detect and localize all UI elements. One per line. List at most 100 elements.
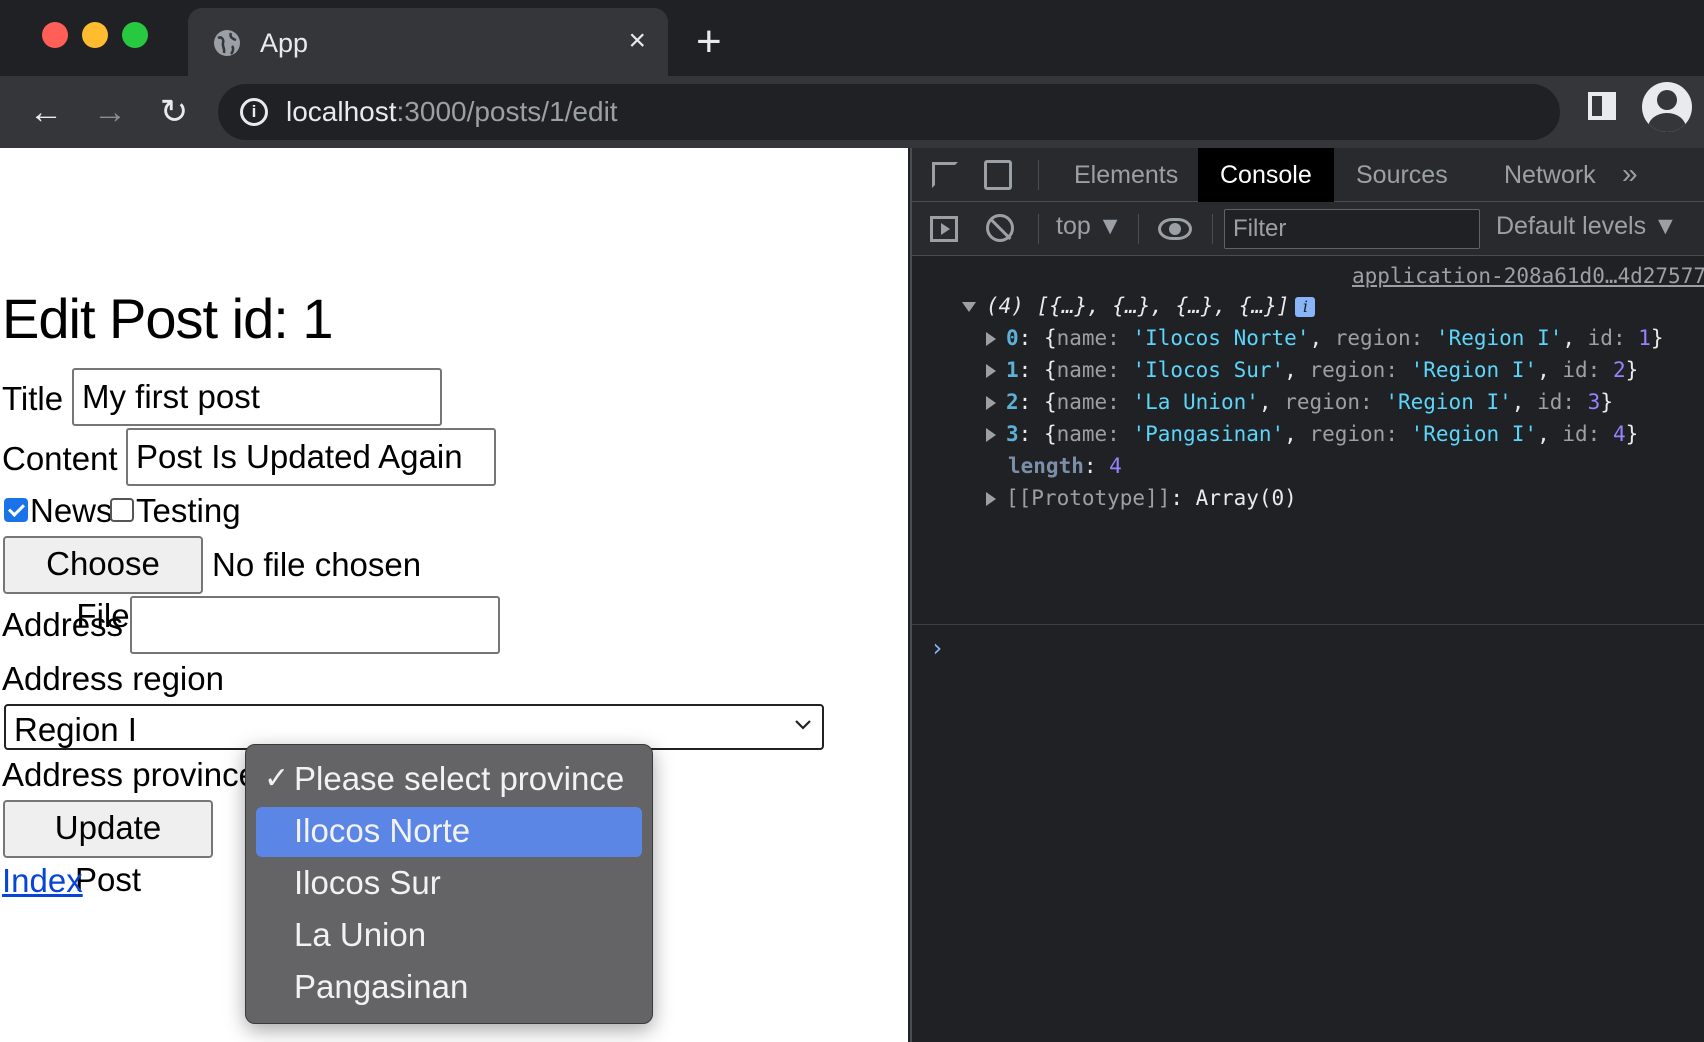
- console-source-link[interactable]: application-208a61d0…4d27577: [1351, 264, 1704, 288]
- province-option[interactable]: Pangasinan: [256, 963, 642, 1013]
- province-label: Address province: [2, 756, 257, 793]
- item-id: 3: [1587, 390, 1601, 414]
- item-name: 'Ilocos Norte': [1132, 326, 1310, 350]
- expand-triangle-icon[interactable]: [962, 302, 976, 312]
- collapse-triangle-icon[interactable]: [986, 492, 996, 506]
- province-option-label: Please select province: [294, 760, 625, 797]
- console-array-item[interactable]: 3: {name: 'Pangasinan', region: 'Region …: [986, 422, 1638, 446]
- maximize-window-button[interactable]: [122, 22, 148, 48]
- tab-strip: App × +: [0, 0, 1704, 76]
- console-array-item[interactable]: 2: {name: 'La Union', region: 'Region I'…: [986, 390, 1613, 414]
- console-sidebar-icon[interactable]: [930, 216, 958, 242]
- tab-network[interactable]: Network: [1504, 161, 1596, 189]
- item-region: 'Region I': [1410, 358, 1538, 382]
- console-length-row: length: 4: [1008, 454, 1122, 478]
- province-option-highlighted[interactable]: Ilocos Norte: [256, 807, 642, 857]
- url-host: localhost: [286, 96, 397, 127]
- side-panel-icon[interactable]: [1588, 92, 1616, 120]
- globe-icon: [214, 30, 240, 56]
- prototype-key: [[Prototype]]: [1006, 486, 1171, 510]
- file-status: No file chosen: [212, 546, 422, 583]
- array-summary-text: (4) [{…}, {…}, {…}, {…}]: [986, 294, 1290, 318]
- item-id: 1: [1638, 326, 1651, 350]
- page-title: Edit Post id: 1: [2, 287, 334, 350]
- item-name: 'Ilocos Sur': [1132, 358, 1285, 382]
- tab-close-icon[interactable]: ×: [628, 24, 646, 57]
- address-input[interactable]: [130, 596, 500, 654]
- title-input[interactable]: [72, 368, 442, 426]
- content-label: Content: [2, 440, 118, 477]
- clear-console-icon[interactable]: [986, 214, 1014, 242]
- province-dropdown: ✓ Please select province Ilocos Norte Il…: [245, 744, 653, 1024]
- region-label: Address region: [2, 660, 224, 697]
- collapse-triangle-icon[interactable]: [986, 396, 996, 410]
- item-index: 3: [1006, 422, 1019, 446]
- address-bar[interactable]: i localhost:3000/posts/1/edit: [218, 84, 1560, 140]
- title-label: Title: [2, 380, 64, 417]
- collapse-triangle-icon[interactable]: [986, 364, 996, 378]
- region-select-value: Region I: [14, 711, 137, 748]
- back-button[interactable]: ←: [29, 93, 63, 131]
- address-label: Address: [2, 606, 124, 643]
- item-name: 'Pangasinan': [1132, 422, 1285, 446]
- new-tab-button[interactable]: +: [696, 17, 722, 66]
- news-checkbox[interactable]: [4, 498, 28, 522]
- console-array-summary[interactable]: (4) [{…}, {…}, {…}, {…}]i: [962, 294, 1316, 318]
- update-post-button[interactable]: Update Post: [3, 800, 213, 898]
- console-filter-input[interactable]: [1224, 209, 1480, 249]
- tab-elements[interactable]: Elements: [1074, 161, 1179, 189]
- close-window-button[interactable]: [42, 22, 68, 48]
- console-array-item[interactable]: 1: {name: 'Ilocos Sur', region: 'Region …: [986, 358, 1638, 382]
- collapse-triangle-icon[interactable]: [986, 332, 996, 346]
- console-divider: [912, 624, 1704, 625]
- profile-avatar-icon[interactable]: [1642, 82, 1692, 132]
- province-option-label: Ilocos Sur: [294, 864, 441, 901]
- item-id: 2: [1612, 358, 1626, 382]
- item-id: 4: [1612, 422, 1626, 446]
- prototype-value: Array(0): [1195, 486, 1297, 510]
- item-region: 'Region I': [1410, 422, 1538, 446]
- item-name: 'La Union': [1132, 390, 1259, 414]
- region-select[interactable]: Region I: [4, 704, 824, 750]
- context-selector[interactable]: top ▼: [1056, 212, 1123, 240]
- tab-console[interactable]: Console: [1198, 148, 1334, 202]
- chevron-down-icon: [795, 720, 811, 730]
- tab-sources[interactable]: Sources: [1356, 161, 1448, 189]
- console-prompt-icon[interactable]: ›: [930, 634, 945, 662]
- reload-button[interactable]: ↻: [159, 93, 189, 131]
- toolbar-divider: [1138, 214, 1139, 244]
- live-expression-eye-icon[interactable]: [1158, 218, 1192, 240]
- site-info-icon[interactable]: i: [240, 98, 268, 126]
- index-link[interactable]: Index: [2, 862, 83, 899]
- log-levels-dropdown[interactable]: Default levels ▼: [1496, 212, 1678, 240]
- length-key: length: [1008, 454, 1084, 478]
- toolbar-divider: [1212, 214, 1213, 244]
- page-viewport: Edit Post id: 1 Title Content News Testi…: [0, 148, 908, 1042]
- devtools-tab-bar: Elements Console Sources Network »: [912, 148, 1704, 202]
- more-tabs-icon[interactable]: »: [1622, 158, 1638, 189]
- province-option-label: La Union: [294, 916, 427, 953]
- browser-toolbar: ← → ↻ i localhost:3000/posts/1/edit: [0, 76, 1704, 148]
- console-array-item[interactable]: 0: {name: 'Ilocos Norte', region: 'Regio…: [986, 326, 1664, 350]
- province-option[interactable]: La Union: [256, 911, 642, 961]
- console-toolbar: top ▼ Default levels ▼: [912, 202, 1704, 256]
- url-path: :3000/posts/1/edit: [396, 96, 618, 127]
- inspect-element-icon[interactable]: [932, 162, 958, 188]
- content-input[interactable]: [126, 428, 496, 486]
- item-region: 'Region I': [1435, 326, 1563, 350]
- item-index: 0: [1006, 326, 1019, 350]
- console-prototype-row[interactable]: [[Prototype]]: Array(0): [986, 486, 1297, 510]
- url-text[interactable]: localhost:3000/posts/1/edit: [286, 96, 618, 128]
- province-option[interactable]: Ilocos Sur: [256, 859, 642, 909]
- info-icon[interactable]: i: [1295, 297, 1316, 317]
- testing-checkbox-label: Testing: [136, 492, 241, 529]
- news-checkbox-label: News: [30, 492, 113, 529]
- collapse-triangle-icon[interactable]: [986, 428, 996, 442]
- testing-checkbox[interactable]: [110, 498, 134, 522]
- forward-button[interactable]: →: [93, 93, 127, 131]
- minimize-window-button[interactable]: [82, 22, 108, 48]
- browser-tab[interactable]: App ×: [188, 8, 668, 76]
- device-toolbar-icon[interactable]: [984, 160, 1012, 190]
- province-option[interactable]: ✓ Please select province: [256, 755, 642, 805]
- choose-file-button[interactable]: Choose File: [3, 536, 203, 634]
